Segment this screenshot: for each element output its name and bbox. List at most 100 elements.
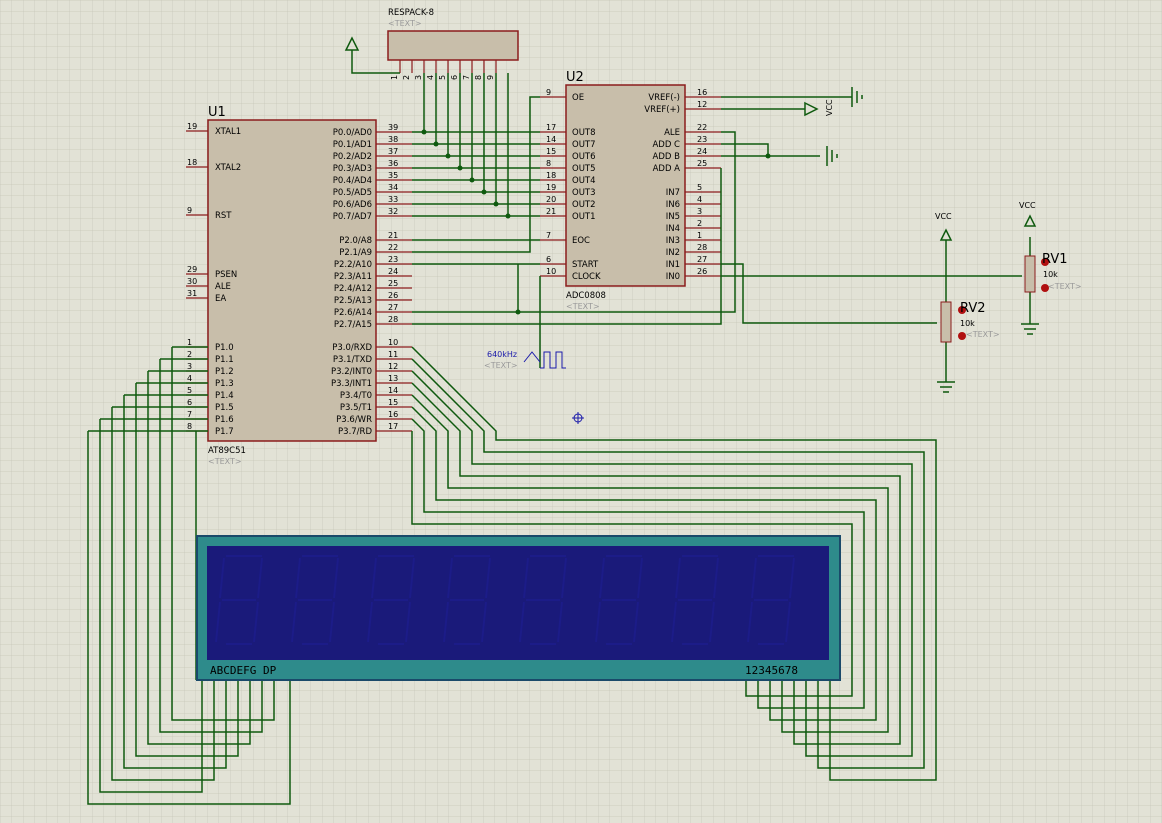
u1-pin-name: P2.4/A12 bbox=[334, 284, 372, 294]
u1-body bbox=[207, 119, 377, 442]
u1-pin-name: P0.5/AD5 bbox=[333, 188, 372, 198]
u1-pin-num: 22 bbox=[388, 243, 398, 252]
u1-pin-num: 14 bbox=[388, 386, 398, 395]
u2-pin-name: CLOCK bbox=[572, 272, 601, 282]
u1-pin-name: P2.1/A9 bbox=[339, 248, 372, 258]
u1-pin-name: P2.3/A11 bbox=[334, 272, 372, 282]
u2-pin-name: EOC bbox=[572, 236, 590, 246]
respack-pin-num: 4 bbox=[426, 75, 435, 80]
u2-pin-name: IN2 bbox=[666, 248, 680, 258]
u1-pin-num: 18 bbox=[187, 158, 197, 167]
clock-source[interactable]: 640kHz <TEXT> bbox=[484, 350, 566, 370]
u1-pin-num: 6 bbox=[187, 398, 192, 407]
rv1-potentiometer[interactable]: VCC RV1 10k <TEXT> bbox=[1019, 201, 1082, 335]
respack-body bbox=[387, 30, 519, 61]
u2-pin-num: 23 bbox=[697, 135, 707, 144]
u2-pin-num: 19 bbox=[546, 183, 556, 192]
u1-microcontroller[interactable]: U1 AT89C51 <TEXT> 19XTAL118XTAL29RST29PS… bbox=[186, 105, 412, 466]
display-digit-pins-label: 12345678 bbox=[745, 664, 798, 677]
u1-pin-name: P3.7/RD bbox=[338, 427, 372, 437]
rv2-text: <TEXT> bbox=[966, 330, 1000, 339]
u2-pin-name: ADD A bbox=[653, 164, 681, 174]
u1-pin-name: P0.4/AD4 bbox=[333, 176, 372, 186]
u2-pin-num: 22 bbox=[697, 123, 707, 132]
u1-pin-num: 9 bbox=[187, 206, 192, 215]
u2-pin-num: 7 bbox=[546, 231, 551, 240]
display-digit-4 bbox=[443, 555, 491, 645]
u2-pin-name: VREF(-) bbox=[648, 93, 680, 103]
u2-pin-num: 5 bbox=[697, 183, 702, 192]
u2-pin-num: 14 bbox=[546, 135, 556, 144]
u2-part: ADC0808 bbox=[566, 291, 606, 301]
wires bbox=[87, 73, 1031, 805]
u2-pin-num: 3 bbox=[697, 207, 702, 216]
u1-pin-num: 23 bbox=[388, 255, 398, 264]
u1-pin-name: P2.6/A14 bbox=[334, 308, 372, 318]
respack-pin-num: 1 bbox=[390, 75, 399, 80]
u1-pin-name: P3.6/WR bbox=[336, 415, 372, 425]
respack-pin-num: 9 bbox=[486, 75, 495, 80]
u1-pin-name: P0.1/AD1 bbox=[333, 140, 372, 150]
u2-pin-num: 1 bbox=[697, 231, 702, 240]
respack-ground-symbol bbox=[344, 36, 400, 74]
respack-pin-num: 2 bbox=[402, 75, 411, 80]
u1-pin-num: 35 bbox=[388, 171, 398, 180]
u1-pin-num: 17 bbox=[388, 422, 398, 431]
u1-pin-num: 1 bbox=[187, 338, 192, 347]
u2-pin-name: ALE bbox=[664, 128, 680, 138]
u1-pin-num: 30 bbox=[187, 277, 197, 286]
u1-pin-name: EA bbox=[215, 294, 226, 304]
u2-adc[interactable]: U2 ADC0808 <TEXT> 9OE17OUT814OUT715OUT68… bbox=[540, 70, 721, 311]
rv1-value: 10k bbox=[1043, 270, 1058, 279]
u1-pin-num: 21 bbox=[388, 231, 398, 240]
u2-pin-name: IN7 bbox=[666, 188, 680, 198]
u2-pin-name: OUT3 bbox=[572, 188, 596, 198]
u2-pin-name: OUT7 bbox=[572, 140, 596, 150]
u2-pin-num: 16 bbox=[697, 88, 707, 97]
u2-pin-num: 17 bbox=[546, 123, 556, 132]
rv2-value: 10k bbox=[960, 319, 975, 328]
u2-pin-num: 21 bbox=[546, 207, 556, 216]
display-digit-6 bbox=[595, 555, 643, 645]
u1-pin-num: 3 bbox=[187, 362, 192, 371]
u2-pin-num: 28 bbox=[697, 243, 707, 252]
u1-pin-num: 13 bbox=[388, 374, 398, 383]
seven-segment-display[interactable]: ABCDEFG DP 12345678 bbox=[196, 535, 841, 681]
respack-pin-num: 6 bbox=[450, 75, 459, 80]
u2-body bbox=[565, 84, 686, 287]
u1-pin-num: 25 bbox=[388, 279, 398, 288]
display-digit-1 bbox=[215, 555, 263, 645]
u1-pin-num: 5 bbox=[187, 386, 192, 395]
u2-pin-num: 24 bbox=[697, 147, 707, 156]
u1-pin-num: 2 bbox=[187, 350, 192, 359]
u2-pin-name: IN0 bbox=[666, 272, 680, 282]
u1-pin-num: 15 bbox=[388, 398, 398, 407]
u2-pin-num: 2 bbox=[697, 219, 702, 228]
u1-pin-name: P3.4/T0 bbox=[340, 391, 372, 401]
display-digit-7 bbox=[671, 555, 719, 645]
u1-pin-num: 29 bbox=[187, 265, 197, 274]
u2-ref: U2 bbox=[566, 70, 584, 85]
u1-pin-name: P0.3/AD3 bbox=[333, 164, 372, 174]
u2-pin-num: 12 bbox=[697, 100, 707, 109]
u2-pin-name: ADD C bbox=[652, 140, 680, 150]
u2-pin-name: ADD B bbox=[653, 152, 681, 162]
rv2-vcc-label: VCC bbox=[935, 212, 952, 221]
u1-pin-name: RST bbox=[215, 211, 232, 221]
u2-pin-num: 10 bbox=[546, 267, 556, 276]
u2-pin-name: IN4 bbox=[666, 224, 680, 234]
u1-pin-num: 19 bbox=[187, 122, 197, 131]
u2-pin-name: OUT8 bbox=[572, 128, 596, 138]
u1-pin-num: 28 bbox=[388, 315, 398, 324]
rv1-vcc-label: VCC bbox=[1019, 201, 1036, 210]
u2-pin-name: IN1 bbox=[666, 260, 680, 270]
display-segment-pins-label: ABCDEFG DP bbox=[210, 664, 277, 677]
u1-pin-name: P0.7/AD7 bbox=[333, 212, 372, 222]
u1-pin-num: 24 bbox=[388, 267, 398, 276]
respack-pin-num: 3 bbox=[414, 75, 423, 80]
rv2-potentiometer[interactable]: VCC RV2 10k <TEXT> bbox=[935, 212, 1000, 393]
u1-pin-name: PSEN bbox=[215, 270, 237, 280]
u2-pin-name: IN6 bbox=[666, 200, 680, 210]
